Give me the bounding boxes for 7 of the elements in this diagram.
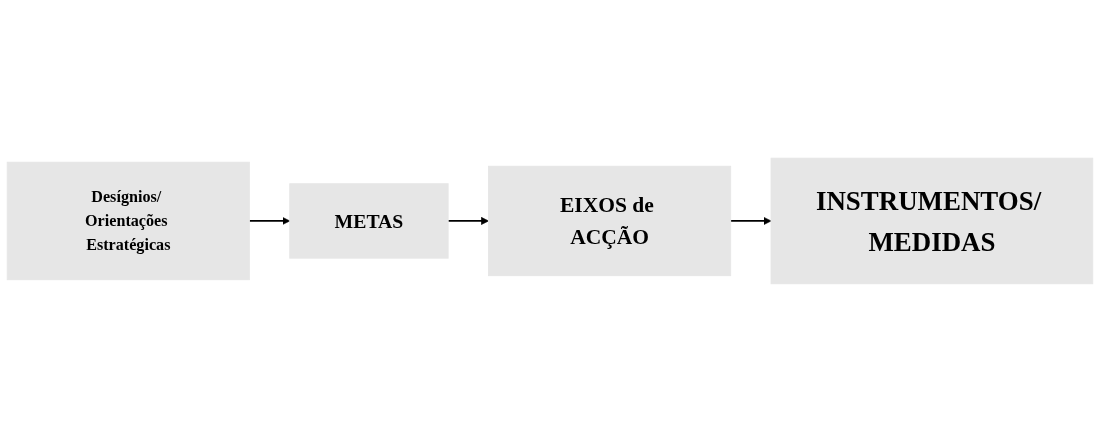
node-box: INSTRUMENTOS/ MEDIDAS [770,157,1094,284]
arrow [447,216,489,225]
node-box: EIXOS de ACÇÃO [488,165,732,276]
arrow [729,216,772,225]
arrow [248,216,291,225]
node-box: Desígnios/ Orientações Estratégicas [6,161,250,280]
node-box: METAS [289,182,449,259]
